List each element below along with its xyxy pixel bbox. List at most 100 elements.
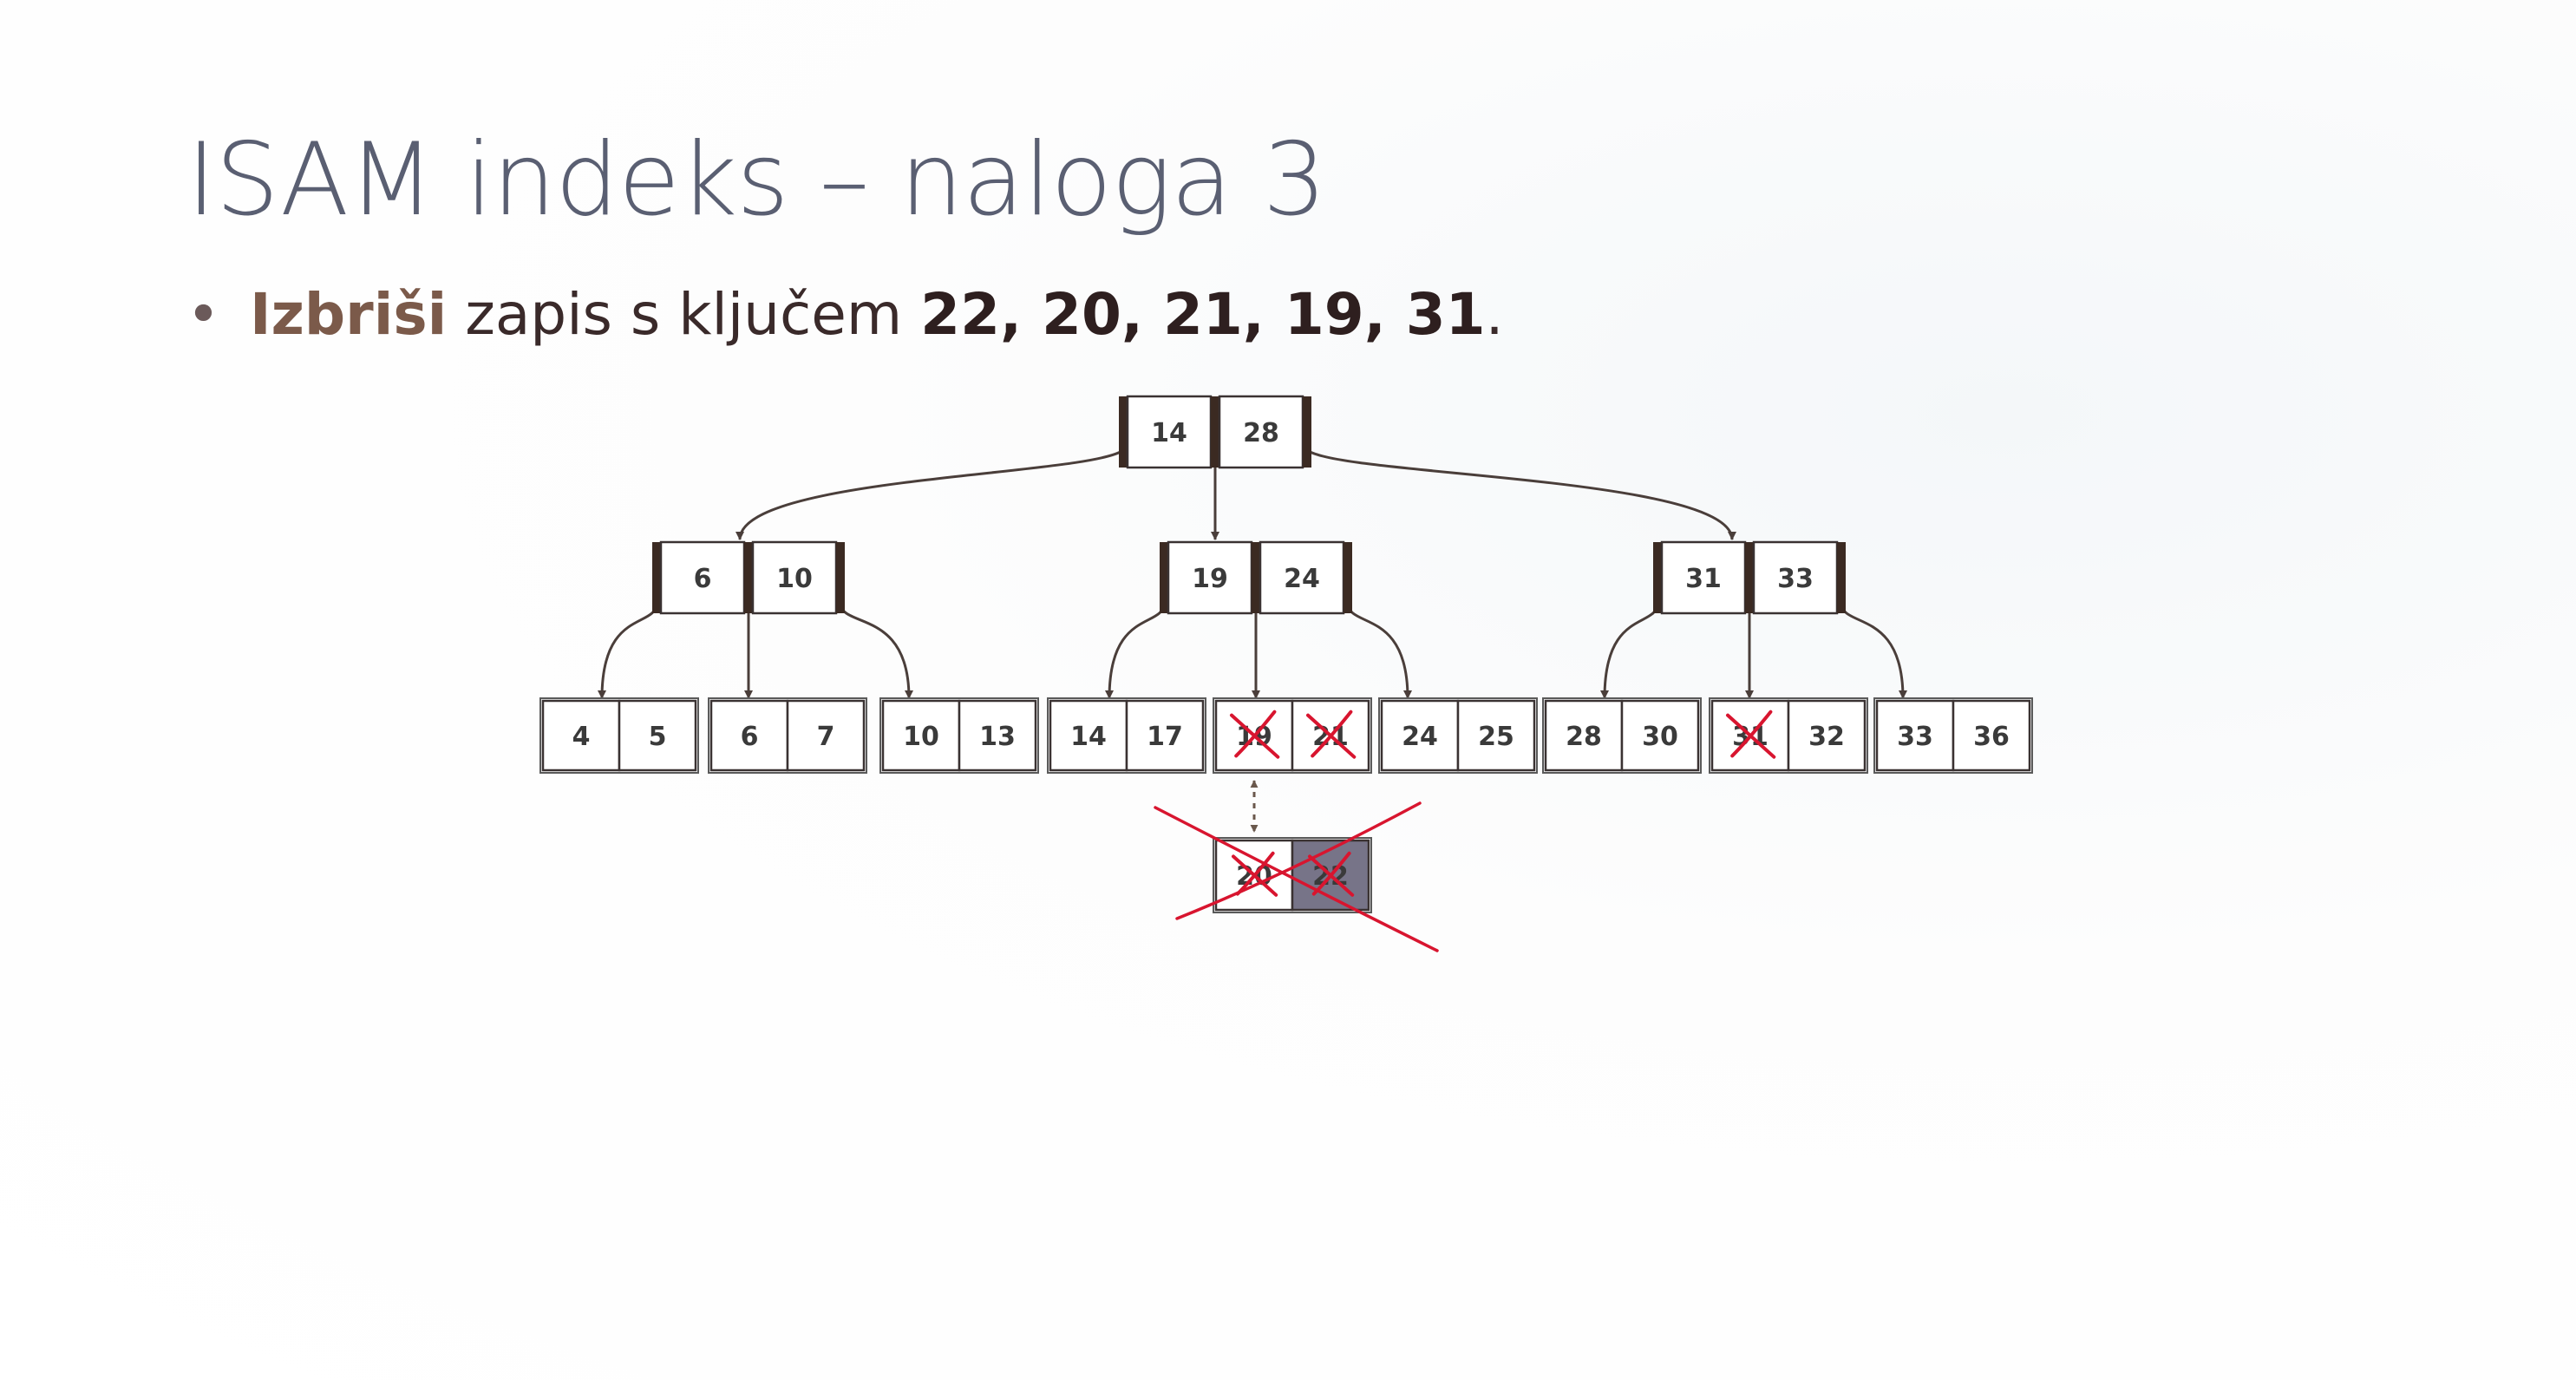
node-pointer-bar	[1160, 542, 1168, 613]
index-node: 31 33	[1653, 540, 1846, 615]
node-key-label: 14	[1151, 418, 1187, 448]
leaf-page-frame	[1709, 697, 1868, 774]
node-pointer-bar	[1252, 542, 1260, 613]
leaf-key-label: 13	[979, 722, 1016, 752]
leaf-page: 14 17	[1047, 697, 1206, 774]
node-key-label: 33	[1777, 564, 1814, 594]
leaf-key-cell	[786, 699, 866, 772]
node-pointer-bar	[836, 542, 845, 613]
task-bullet: •Izbriši zapis s ključem 22, 20, 21, 19,…	[186, 286, 1504, 343]
leaf-page: 10 13	[879, 697, 1039, 774]
leaf-key-label: 6	[741, 722, 759, 752]
leaf-page-frame	[708, 697, 867, 774]
leaf-key-cell	[958, 699, 1037, 772]
leaf-page-frame	[1047, 697, 1206, 774]
index-edge	[839, 602, 913, 699]
leaf-page: 28 30	[1542, 697, 1702, 774]
leaf-page-frame	[1378, 697, 1538, 774]
root-node: 14 28	[1119, 395, 1311, 469]
leaf-key-label: 28	[1566, 722, 1602, 752]
node-key-label: 10	[776, 564, 813, 594]
leaf-page-frame	[539, 697, 699, 774]
leaf-key-label: 5	[649, 722, 667, 752]
leaf-key-cell	[1620, 699, 1700, 772]
leaf-key-label: 32	[1808, 722, 1845, 752]
leaf-key-cell	[881, 699, 961, 772]
strike-stroke	[1234, 710, 1277, 758]
node-key-label: 19	[1192, 564, 1228, 594]
deletion-marks	[1154, 710, 1776, 952]
leaf-key-label: 4	[572, 722, 591, 752]
node-key-label: 24	[1284, 564, 1320, 594]
node-pointer-bar	[1653, 542, 1662, 613]
leaf-key-cell	[1952, 699, 2031, 772]
leaf-key-cell	[709, 699, 789, 772]
node-key-cell	[751, 540, 838, 615]
bullet-keyword: Izbriši	[249, 281, 448, 348]
node-pointer-bar	[1303, 396, 1311, 468]
leaf-page-frame	[1213, 837, 1372, 913]
node-key-cell	[1167, 540, 1253, 615]
leaf-page: 33 36	[1873, 697, 2033, 774]
node-key-cell	[1752, 540, 1839, 615]
leaf-key-label: 7	[817, 722, 835, 752]
root-edge	[1306, 448, 1736, 540]
strike-stroke	[1730, 710, 1773, 758]
leaf-key-label: 14	[1070, 722, 1107, 752]
tree-edges	[598, 448, 1907, 833]
bullet-end: .	[1485, 281, 1504, 348]
leaf-page-frame	[879, 697, 1039, 774]
leaf-key-cell	[1049, 699, 1128, 772]
node-pointer-bar	[1745, 542, 1754, 613]
overflow-page-deleted-mark	[1154, 801, 1439, 952]
index-node: 6 10	[652, 540, 845, 615]
bullet-keys: 22, 20, 21, 19, 31	[920, 281, 1486, 348]
leaf-key-label: 30	[1642, 722, 1678, 752]
bullet-icon: •	[186, 281, 220, 348]
slide-title: ISAM indeks – naloga 3	[186, 121, 1327, 239]
leaf-page-frame	[1542, 697, 1702, 774]
node-key-label: 28	[1243, 418, 1279, 448]
node-key-label: 31	[1685, 564, 1722, 594]
leaf-key-cell	[618, 699, 697, 772]
index-edge	[598, 602, 658, 699]
deleted-key-mark	[1306, 710, 1357, 759]
index-edge	[1600, 602, 1659, 699]
strike-stroke	[1311, 710, 1353, 758]
index-edge	[1346, 602, 1412, 699]
node-pointer-bar	[1211, 396, 1219, 468]
node-key-cell	[659, 540, 746, 615]
leaf-key-label: 10	[903, 722, 939, 752]
leaf-key-label: 33	[1897, 722, 1933, 752]
leaf-key-cell	[1875, 699, 1955, 772]
leaf-key-cell	[1787, 699, 1867, 772]
node-key-cell	[1660, 540, 1747, 615]
node-pointer-bar	[744, 542, 753, 613]
node-pointer-bar	[1837, 542, 1846, 613]
index-edge	[1105, 602, 1166, 699]
node-pointer-bar	[1119, 396, 1128, 468]
node-pointer-bar	[652, 542, 661, 613]
leaf-page-frame	[1213, 697, 1372, 774]
deleted-key-mark	[1726, 710, 1776, 759]
leaf-key-label: 36	[1973, 722, 2010, 752]
deleted-key-mark	[1230, 710, 1280, 759]
leaf-page-frame	[1873, 697, 2033, 774]
bullet-text: zapis s ključem	[447, 281, 921, 348]
leaf-key-cell	[1125, 699, 1205, 772]
root-edge	[736, 448, 1124, 540]
node-key-label: 6	[694, 564, 712, 594]
leaf-key-label: 17	[1147, 722, 1183, 752]
index-edge	[1840, 602, 1907, 699]
node-pointer-bar	[1344, 542, 1352, 613]
leaf-key-label: 25	[1478, 722, 1514, 752]
